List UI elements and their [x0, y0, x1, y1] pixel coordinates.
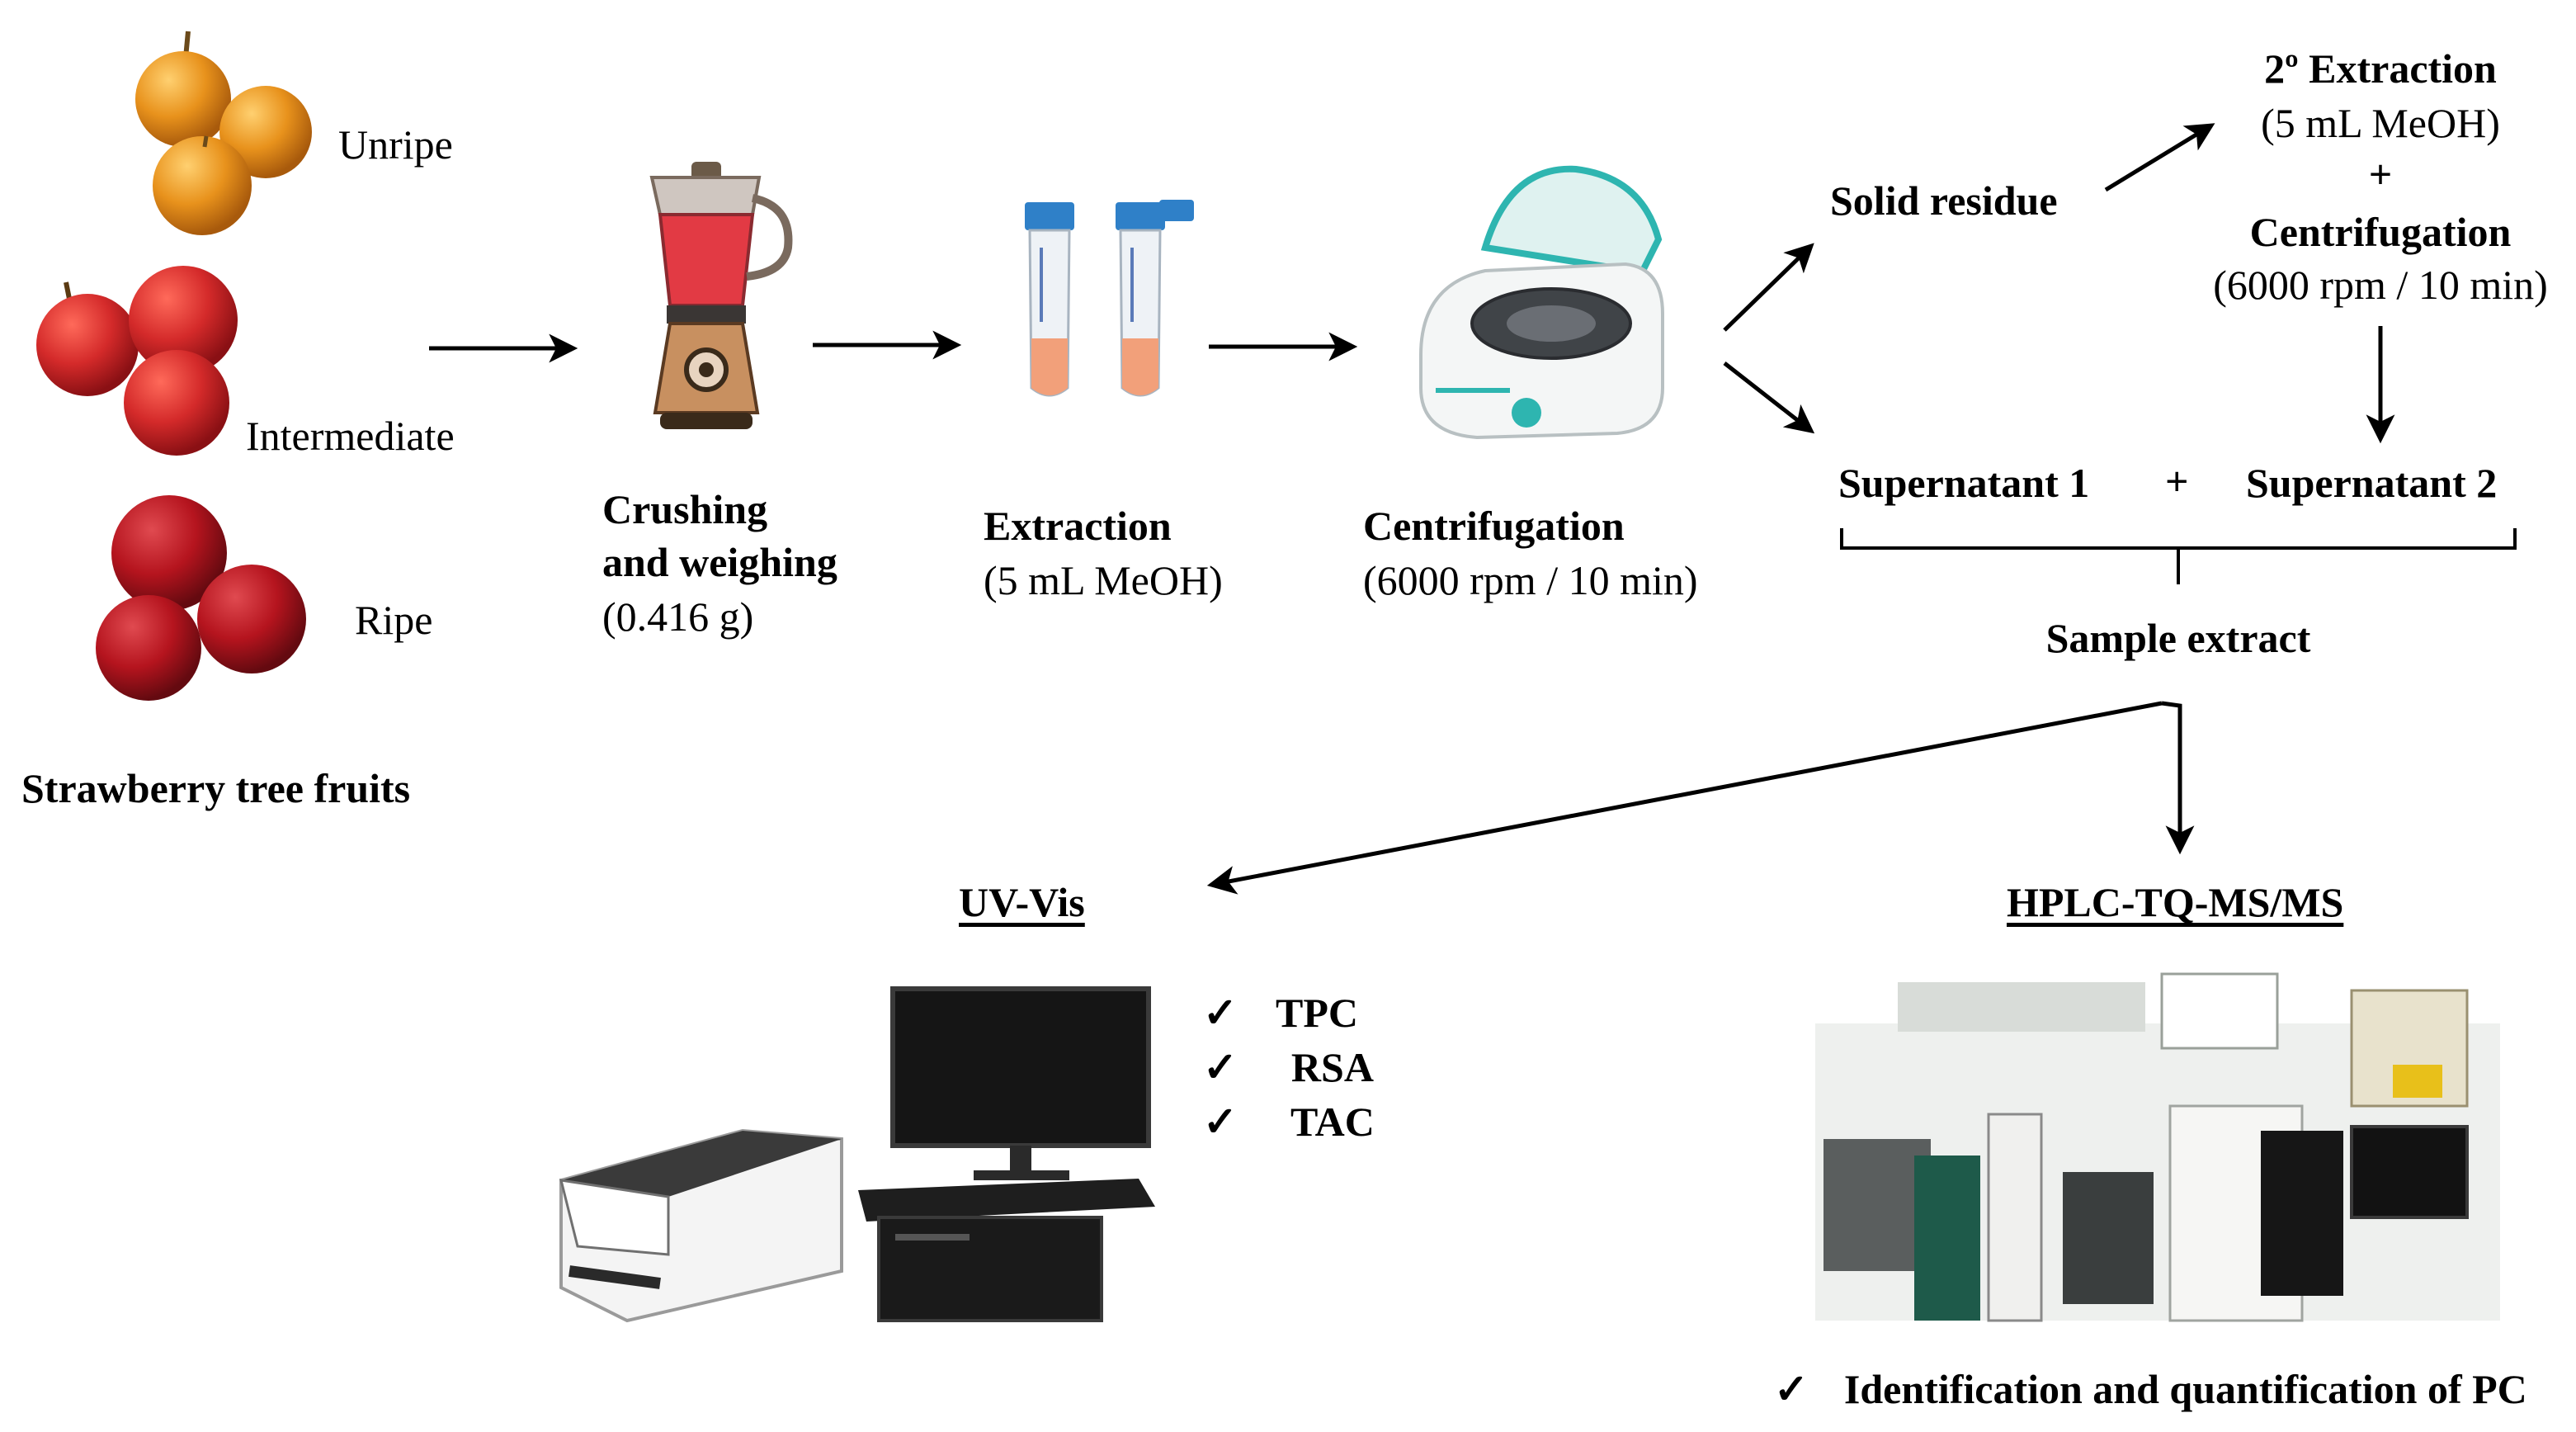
check-mark-icon: ✓	[1774, 1366, 1809, 1412]
uv-vis-check-3: ✓ TAC	[1203, 1101, 1375, 1142]
second-step-plus: +	[2368, 151, 2393, 197]
centrifuge-image	[1419, 165, 1664, 440]
second-centrifugation-detail: (6000 rpm / 10 min)	[2213, 262, 2548, 308]
unripe-label: Unripe	[338, 121, 453, 168]
hplc-instrument-image	[1815, 972, 2500, 1322]
extraction-tubes-image	[1025, 200, 1194, 397]
arrow-to-solid-residue	[1723, 243, 1814, 332]
solid-residue-label: Solid residue	[1830, 177, 2058, 224]
supernatant-1-label: Supernatant 1	[1838, 460, 2090, 506]
arrow-residue-to-second-extraction	[2104, 123, 2215, 192]
arrow-to-supernatant	[1723, 362, 1815, 434]
centrifugation-title: Centrifugation	[1363, 503, 1625, 549]
uv-vis-title: UV-Vis	[959, 879, 1085, 925]
check-label-tac: TAC	[1290, 1099, 1375, 1145]
fruits-title: Strawberry tree fruits	[21, 765, 411, 811]
crushing-title-line1: Crushing	[602, 486, 768, 532]
supernatant-2-label: Supernatant 2	[2246, 460, 2498, 506]
intermediate-label: Intermediate	[246, 413, 455, 459]
second-centrifugation-title: Centrifugation	[2249, 209, 2512, 255]
uv-vis-check-2: ✓ RSA	[1203, 1047, 1374, 1088]
check-mark-icon: ✓	[1203, 1044, 1238, 1090]
arrow-extract-to-uv-vis	[1206, 701, 2163, 895]
ripe-fruits-image	[96, 495, 306, 701]
supernatant-plus: +	[2165, 458, 2189, 504]
check-label-tpc: TPC	[1276, 990, 1359, 1036]
unripe-fruits-image	[135, 31, 312, 235]
second-extraction-detail: (5 mL MeOH)	[2261, 100, 2500, 146]
uv-vis-check-1: ✓ TPC	[1203, 992, 1358, 1033]
uv-vis-instrument-image	[559, 986, 1155, 1323]
check-label-rsa: RSA	[1290, 1044, 1374, 1090]
sample-extract-label: Sample extract	[2045, 615, 2311, 661]
check-mark-icon: ✓	[1203, 1099, 1238, 1145]
extraction-title: Extraction	[984, 503, 1172, 549]
crushing-title-line2: and weighing	[602, 539, 837, 585]
intermediate-fruits-image	[36, 266, 238, 456]
hplc-title: HPLC-TQ-MS/MS	[2007, 879, 2344, 925]
arrow-extract-to-hplc	[2161, 701, 2195, 855]
hplc-result-label: Identification and quantification of PC	[1843, 1366, 2527, 1412]
extraction-detail: (5 mL MeOH)	[984, 557, 1223, 603]
crushing-detail: (0.416 g)	[602, 593, 754, 640]
supernatant-bracket	[1840, 528, 2517, 584]
centrifugation-detail: (6000 rpm / 10 min)	[1363, 557, 1698, 603]
blender-image	[649, 162, 793, 429]
ripe-label: Ripe	[355, 597, 433, 643]
second-extraction-title: 2º Extraction	[2264, 45, 2497, 92]
check-mark-icon: ✓	[1203, 990, 1238, 1036]
hplc-result: ✓ Identification and quantification of P…	[1774, 1368, 2527, 1410]
